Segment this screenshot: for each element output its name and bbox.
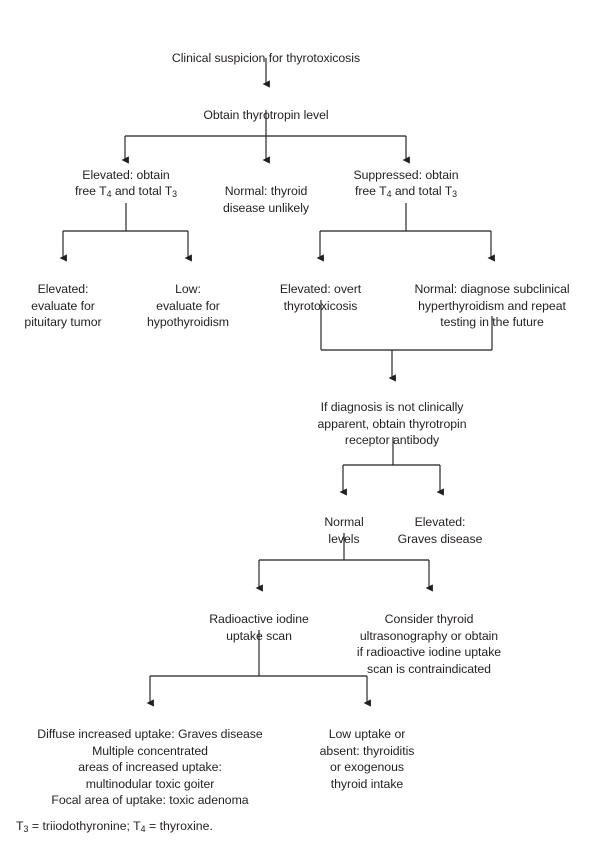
figure-footnote: T3 = triiodothyronine; T4 = thyroxine. (16, 819, 213, 834)
node-radioactive-iodine-uptake-scan-label: Radioactive iodine uptake scan (209, 612, 309, 643)
node-low-uptake-findings: Low uptake or absent: thyroiditis or exo… (300, 710, 434, 792)
node-high-uptake-findings: Diffuse increased uptake: Graves disease… (8, 710, 292, 808)
node-overt-thyrotoxicosis-label: Elevated: overt thyrotoxicosis (279, 282, 362, 313)
node-overt-thyrotoxicosis: Elevated: overt thyrotoxicosis (254, 265, 387, 314)
node-trab-normal-label: Normal levels (324, 515, 364, 546)
node-trab-normal: Normal levels (298, 498, 390, 547)
node-hypothyroidism: Low: evaluate for hypothyroidism (128, 265, 248, 331)
node-subclinical-hyperthyroidism-label: Normal: diagnose subclinical hyperthyroi… (414, 282, 570, 330)
node-pituitary-tumor: Elevated: evaluate for pituitary tumor (3, 265, 123, 331)
node-pituitary-tumor-label: Elevated: evaluate for pituitary tumor (24, 282, 102, 330)
node-clinical-suspicion-label: Clinical suspicion for thyrotoxicosis (171, 51, 361, 66)
node-graves-disease: Elevated: Graves disease (385, 498, 495, 547)
node-obtain-thyrotropin-label: Obtain thyrotropin level (203, 108, 329, 123)
node-low-uptake-findings-label: Low uptake or absent: thyroiditis or exo… (319, 727, 415, 791)
node-thyroid-ultrasonography: Consider thyroid ultrasonography or obta… (334, 595, 524, 677)
node-tsh-normal: Normal: thyroid disease unlikely (201, 167, 331, 216)
node-radioactive-iodine-uptake-scan: Radioactive iodine uptake scan (189, 595, 329, 644)
node-trab-test-label: If diagnosis is not clinically apparent,… (317, 400, 467, 448)
node-hypothyroidism-label: Low: evaluate for hypothyroidism (147, 282, 229, 330)
node-high-uptake-findings-label: Diffuse increased uptake: Graves disease… (37, 727, 263, 808)
node-obtain-thyrotropin: Obtain thyrotropin level (146, 91, 386, 124)
node-clinical-suspicion: Clinical suspicion for thyrotoxicosis (116, 34, 416, 67)
node-tsh-normal-label: Normal: thyroid disease unlikely (222, 184, 309, 215)
node-graves-disease-label: Elevated: Graves disease (397, 515, 483, 546)
node-subclinical-hyperthyroidism: Normal: diagnose subclinical hyperthyroi… (390, 265, 594, 331)
node-trab-test: If diagnosis is not clinically apparent,… (287, 383, 497, 449)
node-thyroid-ultrasonography-label: Consider thyroid ultrasonography or obta… (356, 612, 502, 676)
